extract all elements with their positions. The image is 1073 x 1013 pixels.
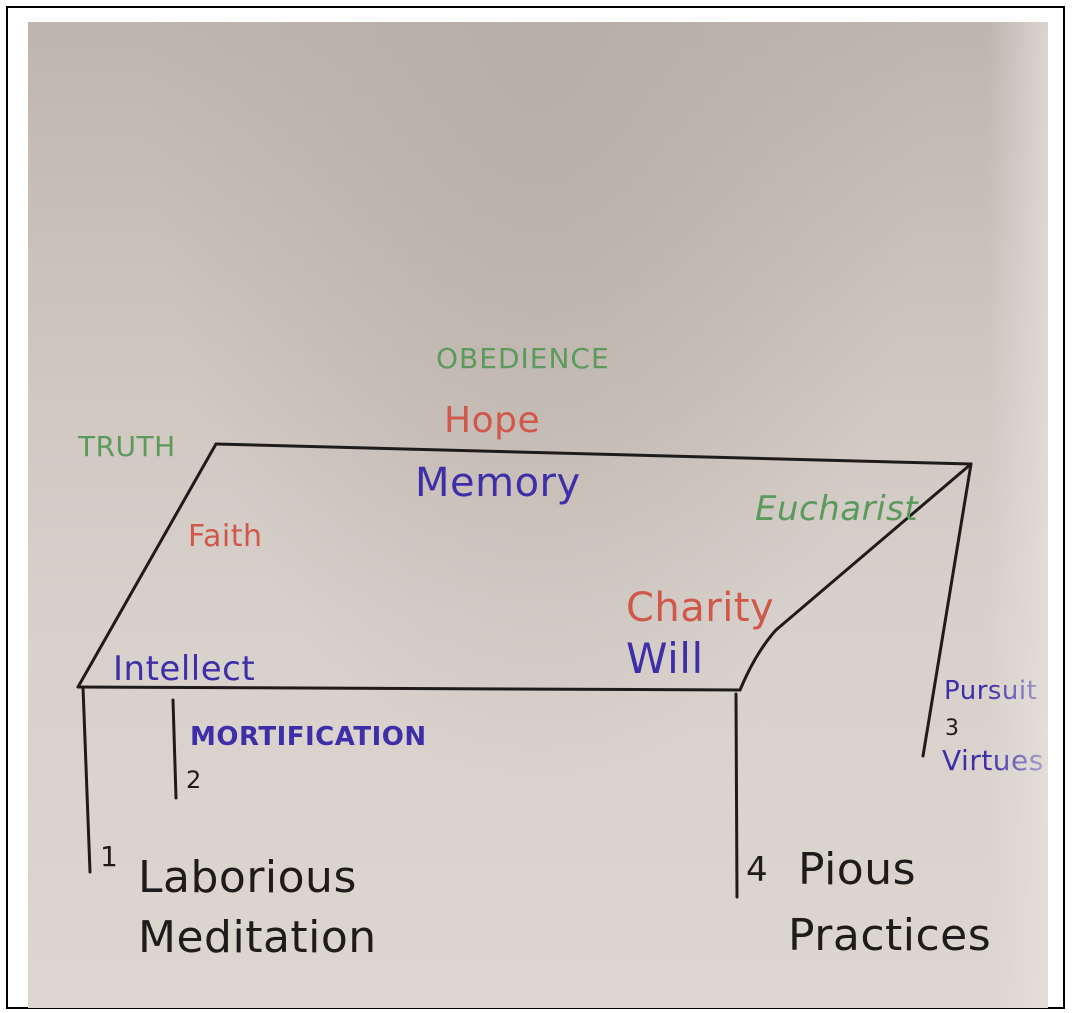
table-top-front-edge — [76, 685, 742, 692]
label-meditation: Meditation — [138, 912, 377, 963]
label-memory: Memory — [415, 460, 581, 506]
label-mortification: MORTIFICATION — [190, 722, 427, 752]
label-charity: Charity — [626, 585, 775, 631]
label-pious: Pious — [798, 844, 917, 895]
table-leg-front-right — [734, 692, 739, 899]
table-top-right-edge — [738, 462, 973, 692]
table-drawing — [76, 442, 973, 899]
flipchart-photo: OBEDIENCE Hope TRUTH Memory Eucharist Fa… — [28, 22, 1048, 1008]
label-truth: TRUTH — [78, 430, 176, 463]
label-laborious: Laborious — [138, 852, 357, 903]
table-leg-back-right — [921, 462, 973, 758]
label-hope: Hope — [444, 400, 541, 441]
table-top-back-edge — [214, 442, 973, 466]
label-number-3: 3 — [945, 716, 960, 741]
label-intellect: Intellect — [113, 649, 256, 689]
table-leg-front-left — [81, 685, 92, 874]
label-number-2: 2 — [186, 766, 202, 794]
label-number-1: 1 — [100, 840, 119, 873]
image-frame: OBEDIENCE Hope TRUTH Memory Eucharist Fa… — [6, 6, 1065, 1009]
label-faith: Faith — [188, 519, 263, 554]
label-eucharist: Eucharist — [755, 489, 919, 529]
label-will: Will — [626, 634, 704, 683]
label-number-4: 4 — [746, 850, 769, 890]
label-pursuit: Pursuit — [944, 676, 1038, 706]
label-practices: Practices — [788, 910, 992, 961]
table-top-left-edge — [76, 442, 218, 689]
label-virtues: Virtues — [942, 744, 1044, 777]
table-leg-back-left — [171, 698, 178, 800]
label-obedience: OBEDIENCE — [436, 342, 610, 375]
